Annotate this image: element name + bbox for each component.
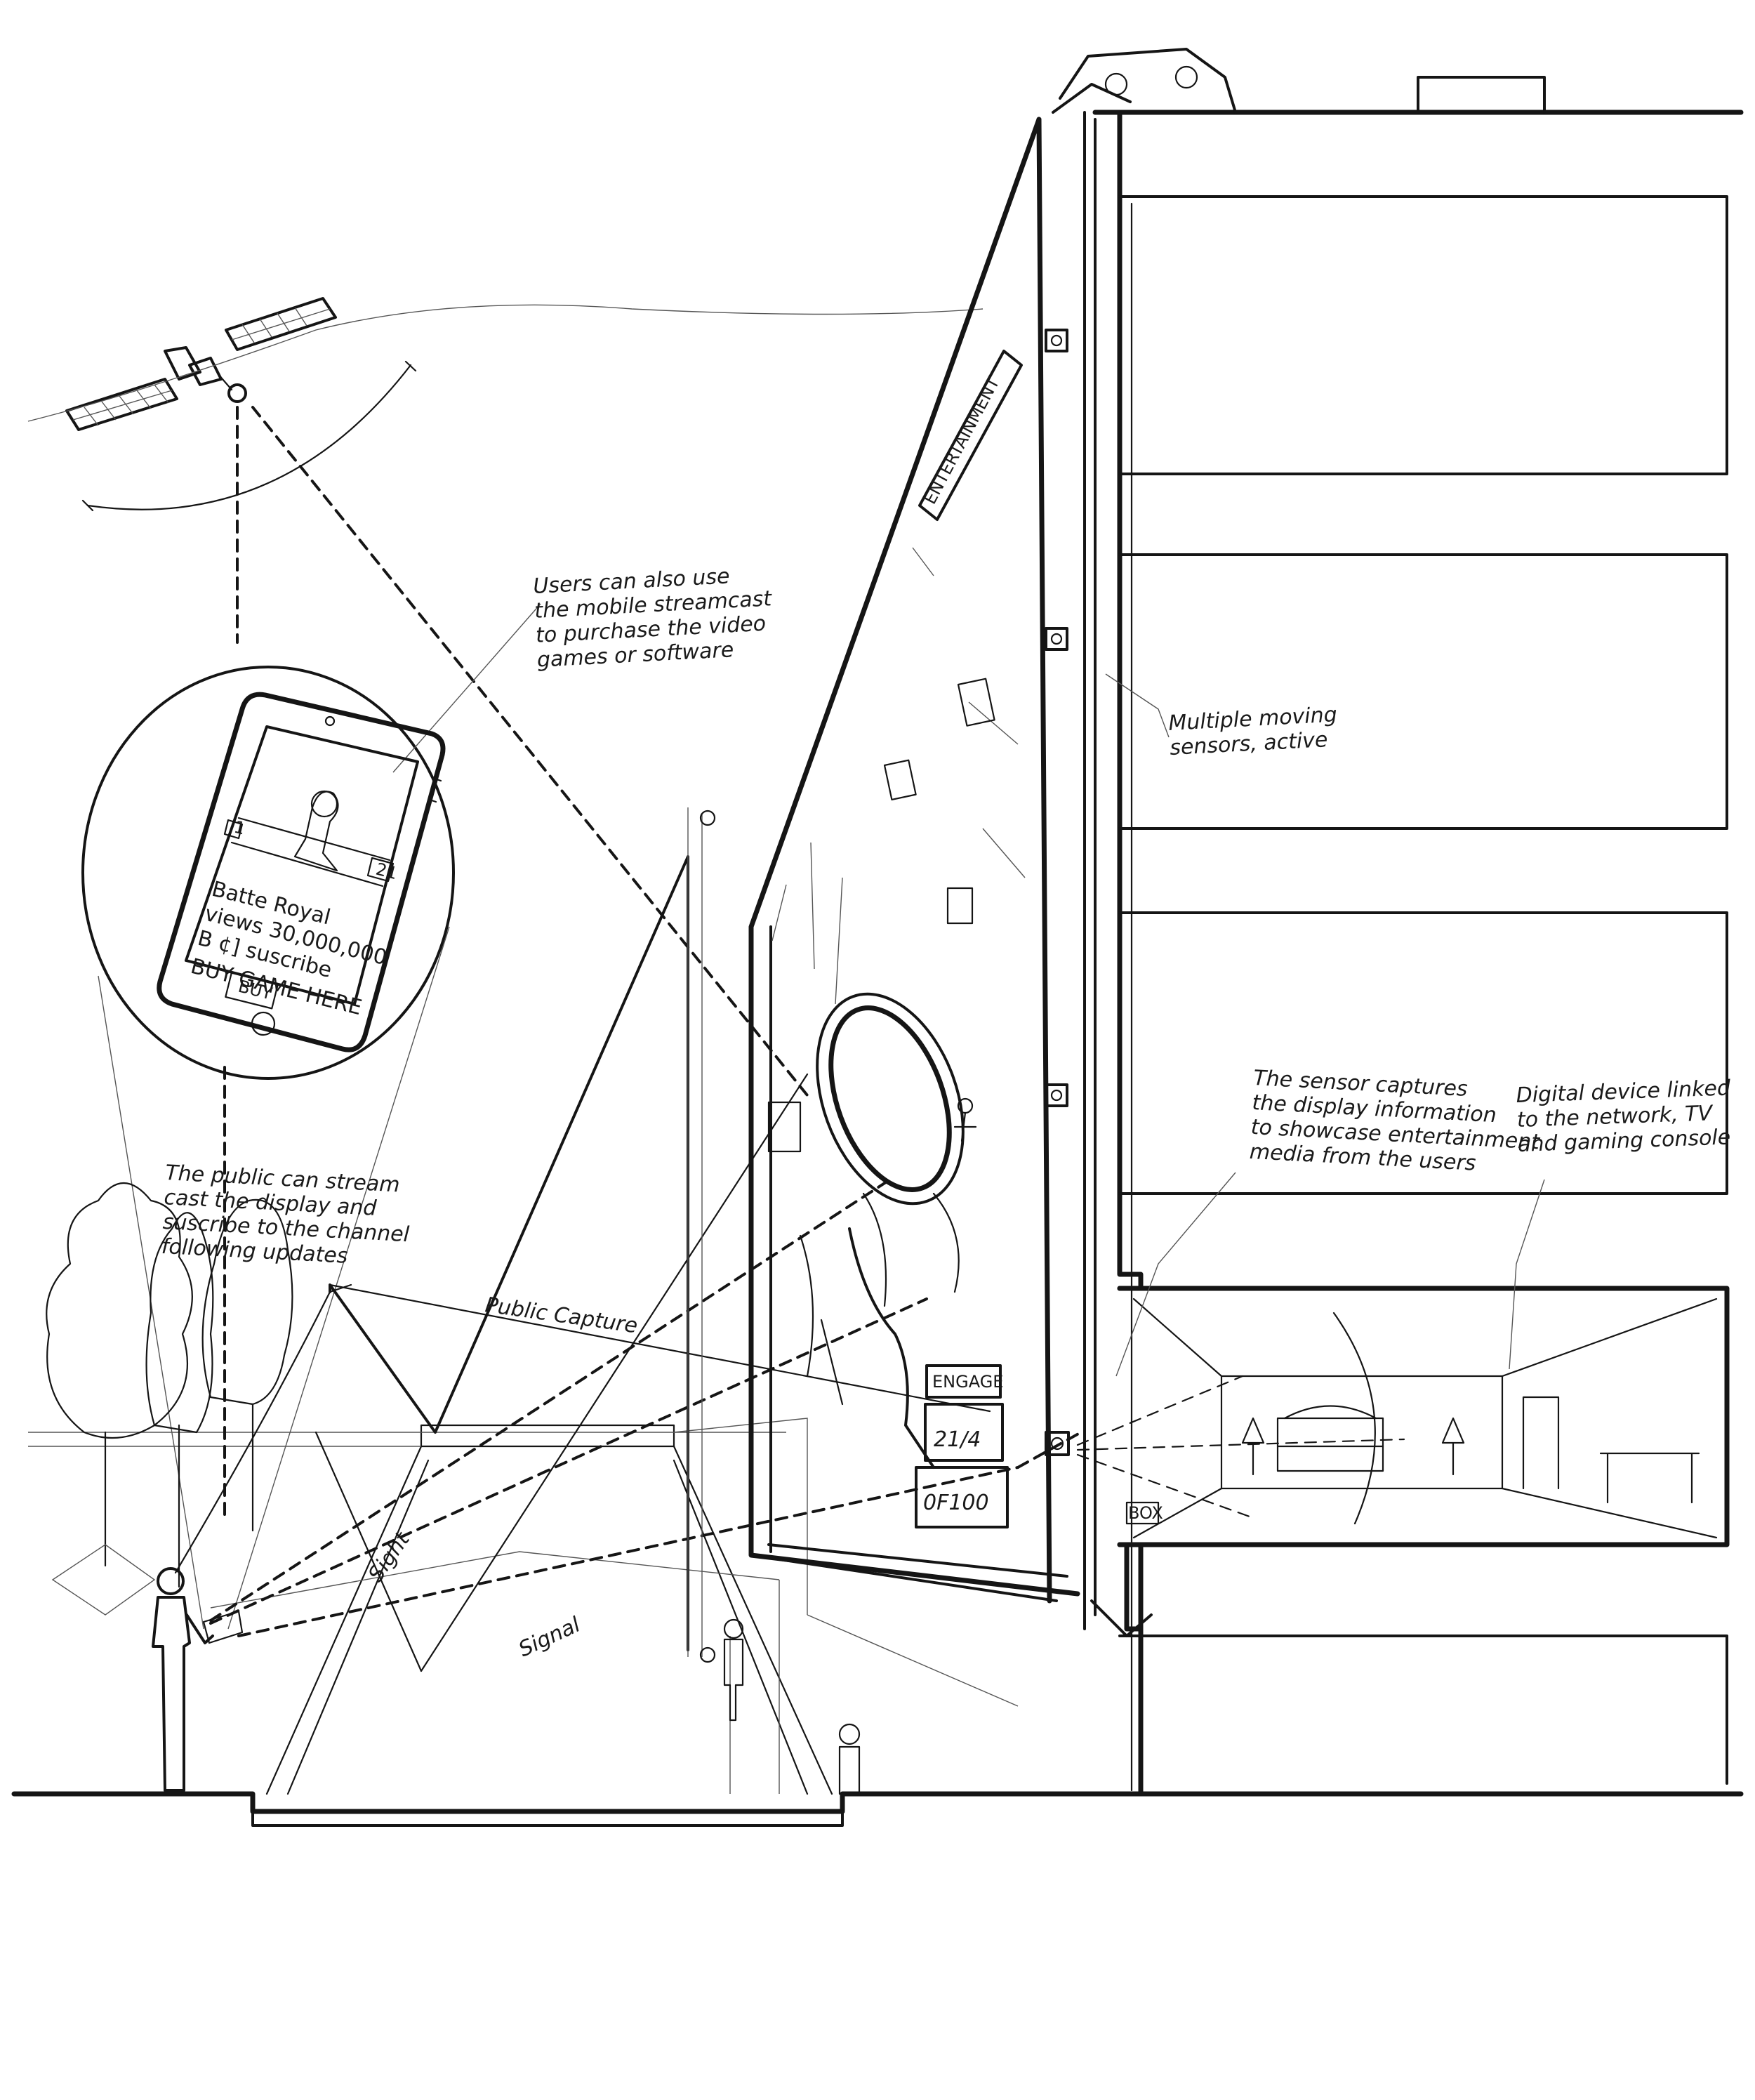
phone-hud-right: 21 <box>374 859 399 884</box>
smartphone-icon <box>157 692 446 1052</box>
svg-text:Users can also use the m: Users can also use the mobile streamcast… <box>533 562 782 673</box>
billboard-brand-text: ENTERTAINMENT <box>920 374 1004 508</box>
billboard-game-art <box>799 992 977 1469</box>
phone-buy-button[interactable] <box>225 971 279 1010</box>
sensor-icon <box>1045 627 1068 651</box>
phone-game-view <box>223 790 395 887</box>
facade-mural <box>748 83 1132 1604</box>
trees <box>46 1182 293 1616</box>
sensor-icon <box>1045 1083 1068 1107</box>
satellite-beams <box>223 406 809 1518</box>
phone-hud-left: 1 <box>232 817 248 839</box>
building-section <box>1092 110 1744 1797</box>
ground-line <box>11 1791 1744 1827</box>
sensor-box-label: BOX <box>1128 1503 1163 1523</box>
billboard-score-a: 21/4 <box>934 1427 981 1452</box>
roof-equipment <box>1059 48 1546 114</box>
sensor-icon <box>1045 329 1068 352</box>
label-public-capture: Public Capture <box>484 1293 640 1338</box>
street-perspective <box>28 1418 1019 1795</box>
label-signal: Signal <box>515 1612 585 1662</box>
moving-sensors <box>1045 329 1070 1456</box>
billboard-engage: ENGAGE <box>932 1372 1003 1392</box>
annotation-users-mobile: Users can also use the mobile streamcast… <box>533 562 782 673</box>
living-room <box>1117 1286 1730 1547</box>
phone-screen-text: Batte Royal views 30,000,000 B ¢] suscri… <box>188 817 399 1021</box>
annotation-digital-device: Digital device linked to the network, TV… <box>1509 1076 1739 1370</box>
sensor-box <box>1125 1501 1160 1525</box>
satellite-coverage-arc <box>27 304 984 512</box>
sensor-capture-beam: BOX <box>1076 1312 1405 1525</box>
sensor-icon <box>1045 1431 1070 1456</box>
satellite-icon <box>65 297 337 431</box>
billboard-score-b: 0F100 <box>923 1491 989 1515</box>
svg-text:Digital device linked to: Digital device linked to the network, TV… <box>1516 1076 1739 1157</box>
annotation-multiple-sensors: Multiple moving sensors, active <box>1105 673 1346 760</box>
viewer-person <box>152 1567 244 1792</box>
pedestrians <box>723 1618 861 1795</box>
line-labels: Public Capture Sight Signal <box>364 1293 640 1662</box>
annotation-public-stream: The public can stream cast the display a… <box>161 1161 419 1272</box>
svg-text:The sensor captures the: The sensor captures the display informat… <box>1249 1066 1549 1180</box>
phone-callout <box>81 603 541 1630</box>
svg-text:Multiple moving sensors,: Multiple moving sensors, active <box>1168 702 1346 760</box>
svg-text:The public can stream ca: The public can stream cast the display a… <box>161 1161 419 1272</box>
billboard-scoreboard: ENGAGE 21/4 0F100 <box>915 1364 1009 1528</box>
annotation-sensor-captures: The sensor captures the display informat… <box>1115 1066 1549 1377</box>
sight-signal-lines <box>174 807 1082 1672</box>
billboard-brand: ENTERTAINMENT <box>918 350 1023 521</box>
